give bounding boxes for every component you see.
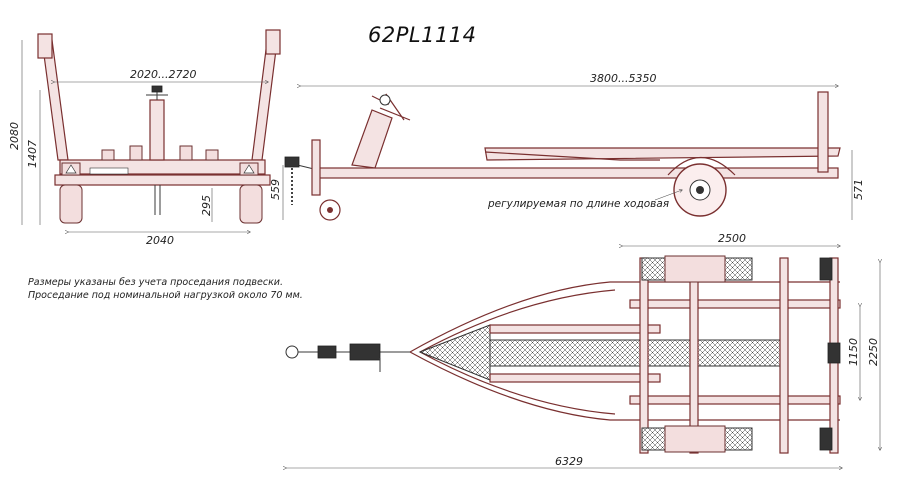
note-line-2: Проседание под номинальной нагрузкой око… [28,290,303,301]
dim-rear-clearance: 295 [200,195,213,216]
dim-top-track: 1150 [847,338,860,366]
note-line-1: Размеры указаны без учета проседания под… [28,277,283,288]
dim-rear-height2: 1407 [26,140,39,168]
dim-top-width: 2500 [718,232,746,245]
top-view: 2500 6329 2250 1150 [286,232,880,468]
label-adjustable-axle: регулируемая по длине ходовая [487,198,669,210]
dim-side-length: 3800...5350 [590,72,656,85]
dim-top-total-width: 2250 [867,338,880,366]
dim-rear-height: 2080 [8,122,21,150]
rear-view: 2020...2720 2040 2080 1407 295 [8,29,281,247]
dim-rear-track: 2040 [146,234,174,247]
dim-rear-width: 2020...2720 [130,68,196,81]
drawing-title: 62PL1114 [368,23,477,47]
side-view: 3800...5350 559 571 регулируемая по длин… [269,72,865,221]
dim-top-length: 6329 [555,455,583,468]
dim-side-hitch: 559 [269,179,282,200]
dim-side-frame: 571 [852,179,865,200]
notes: Размеры указаны без учета проседания под… [28,277,303,301]
